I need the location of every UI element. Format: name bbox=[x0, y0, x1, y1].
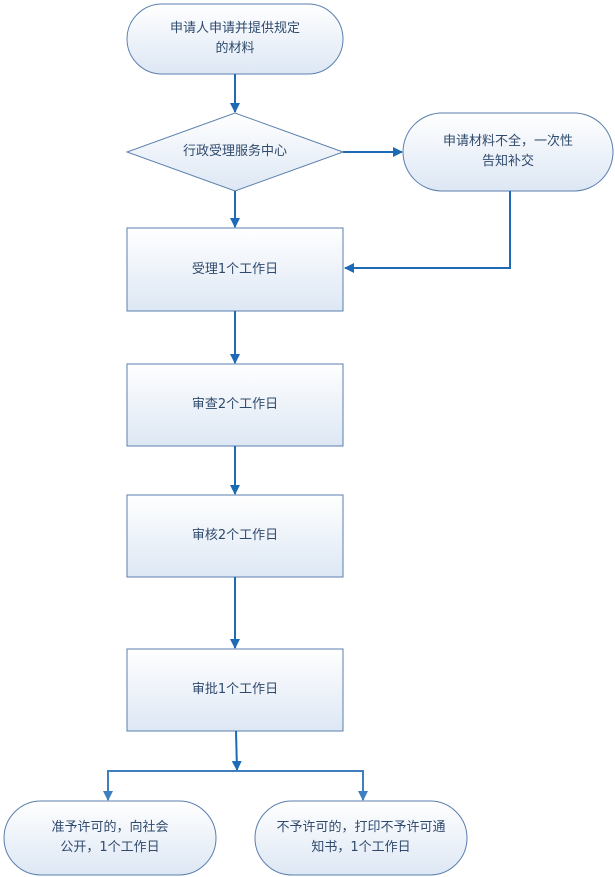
branch-connector bbox=[107, 770, 364, 800]
start-label: 申请人申请并提供规定 的材料 bbox=[169, 21, 300, 56]
arrowhead-approved bbox=[103, 791, 113, 801]
review-label: 审查2个工作日 bbox=[191, 397, 279, 412]
arrowhead-rejected bbox=[358, 791, 368, 801]
accept-process-box bbox=[126, 227, 344, 312]
approve-process-box bbox=[126, 648, 344, 732]
approved-label: 准予许可的，向社会 公开，1个工作日 bbox=[51, 820, 169, 855]
rejected-label: 不予许可的，打印不予许可通 知书，1个工作日 bbox=[276, 820, 446, 855]
approved-terminal bbox=[3, 800, 217, 876]
review-process-box bbox=[126, 363, 344, 447]
incomplete-label: 申请材料不全，一次性 告知补交 bbox=[442, 134, 573, 169]
rejected-terminal bbox=[254, 800, 468, 876]
accept-label: 受理1个工作日 bbox=[191, 261, 279, 277]
verify-process-box bbox=[126, 494, 344, 578]
arrow-incomplete-to-accept bbox=[344, 191, 511, 273]
verify-label: 审核2个工作日 bbox=[191, 528, 279, 543]
arrow-approve-to-branch bbox=[231, 730, 242, 771]
decision-label: 行政受理服务中心 bbox=[182, 144, 287, 159]
incomplete-terminal bbox=[402, 112, 614, 192]
approve-label: 审批1个工作日 bbox=[191, 682, 279, 697]
